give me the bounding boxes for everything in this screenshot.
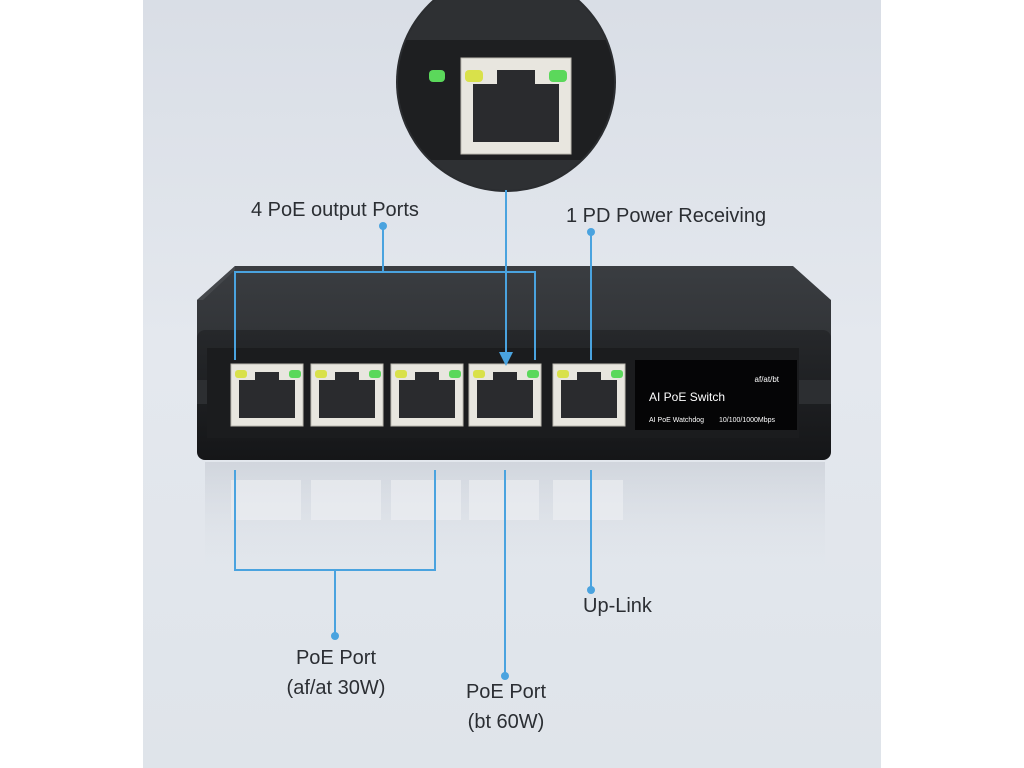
zoom-inset: [396, 0, 616, 192]
device-title-text: AI PoE Switch: [649, 390, 725, 404]
rj45-ports: [230, 363, 626, 427]
label-poe-port-af-at-line1: PoE Port: [295, 647, 377, 669]
led-green-icon: [527, 370, 539, 378]
label-poe-output-ports: 4 PoE output Ports: [251, 199, 419, 221]
led-green-icon: [611, 370, 623, 378]
led-yellow-icon: [235, 370, 247, 378]
callout-lines: [234, 190, 592, 676]
label-poe-port-bt-line2: (bt 60W): [467, 711, 545, 733]
rj45-port-3: [390, 363, 464, 427]
led-yellow-icon: [315, 370, 327, 378]
label-poe-port-af-at: PoE Port (af/at 30W): [271, 646, 401, 700]
callout-dots: [331, 222, 595, 680]
led-yellow-icon: [557, 370, 569, 378]
label-uplink: Up-Link: [583, 595, 652, 617]
label-poe-port-bt: PoE Port (bt 60W): [441, 680, 571, 734]
led-green-icon: [289, 370, 301, 378]
device-reflection: [205, 462, 825, 572]
product-scene: af/at/bt AI PoE Switch AI PoE Watchdog 1…: [143, 0, 881, 768]
device-standards-text: af/at/bt: [755, 375, 780, 384]
label-poe-port-bt-line1: PoE Port: [465, 681, 547, 703]
led-yellow-icon: [395, 370, 407, 378]
rj45-port-1: [230, 363, 304, 427]
label-pd-power-receiving: 1 PD Power Receiving: [566, 205, 767, 227]
led-yellow-icon: [473, 370, 485, 378]
device-label-panel: af/at/bt AI PoE Switch AI PoE Watchdog 1…: [635, 360, 797, 430]
switch-illustration: af/at/bt AI PoE Switch AI PoE Watchdog 1…: [197, 0, 831, 680]
rj45-port-2: [310, 363, 384, 427]
rj45-port-4: [468, 363, 542, 427]
rj45-port-uplink: [552, 363, 626, 427]
device-speed-text: 10/100/1000Mbps: [719, 417, 776, 424]
label-poe-port-af-at-line2: (af/at 30W): [286, 677, 386, 699]
led-green-icon: [449, 370, 461, 378]
led-green-icon: [369, 370, 381, 378]
device-watchdog-text: AI PoE Watchdog: [649, 417, 704, 424]
